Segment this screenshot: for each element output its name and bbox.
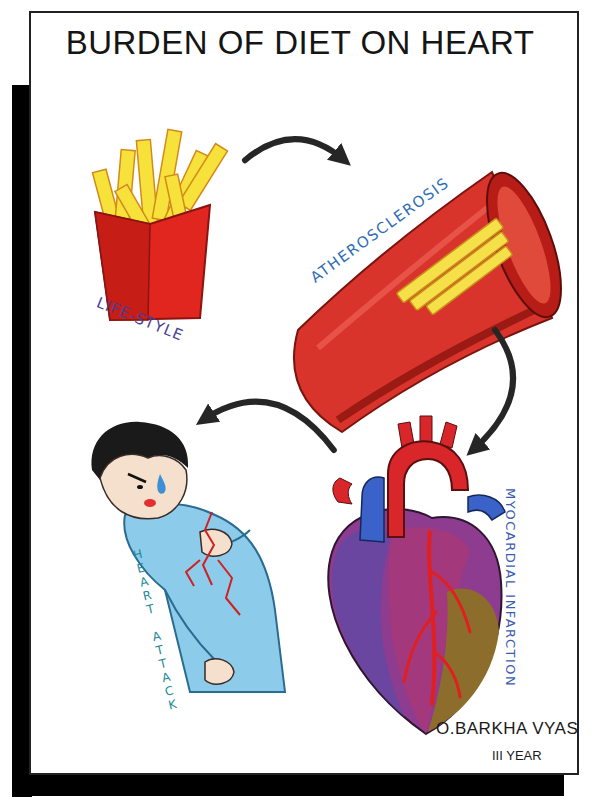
- artery-shade: [338, 305, 545, 420]
- flow-arrow: [245, 139, 344, 160]
- pain-line: [218, 560, 240, 615]
- coronary-artery: [404, 612, 436, 682]
- vena-cava: [468, 495, 505, 520]
- heart-attack-node: HEART ATTACK: [85, 420, 300, 705]
- infarction-node: MYOCARDIAL INFARCTION: [305, 450, 545, 745]
- poster-card: [30, 12, 578, 774]
- tear-drop: [157, 474, 165, 494]
- node-label: HEART ATTACK: [129, 547, 180, 714]
- fries-illustration: [92, 129, 227, 320]
- heart-illustration: [328, 416, 505, 734]
- node-label: MYOCARDIAL INFARCTION: [503, 488, 517, 687]
- pulmonary-artery: [360, 477, 384, 542]
- artist-year: III YEAR: [492, 748, 542, 763]
- flow-arrow: [473, 330, 513, 450]
- sleeve-line: [165, 590, 215, 660]
- coronary-artery: [434, 652, 460, 697]
- face: [100, 454, 187, 518]
- plaque-deposit: [410, 232, 509, 311]
- hand-on-chest: [200, 529, 232, 556]
- pain-line: [186, 560, 200, 586]
- pain-line: [203, 512, 214, 585]
- aortic-arch: [388, 441, 468, 537]
- eyebrow: [128, 474, 146, 482]
- drop-shadow: [12, 772, 564, 796]
- lifestyle-node: LIFE-STYLE: [85, 125, 245, 345]
- french-fry: [179, 144, 228, 211]
- coronary-artery: [432, 572, 470, 632]
- flow-arrow: [203, 402, 334, 450]
- person-illustration: [92, 422, 285, 692]
- artist-signature: O.BARKHA VYAS: [436, 719, 578, 739]
- eye: [137, 485, 143, 489]
- atherosclerosis-node: ATHEROSCLEROSIS: [300, 160, 560, 330]
- poster-title: BURDEN OF DIET ON HEART: [36, 24, 564, 62]
- plaque-deposit: [426, 246, 512, 315]
- node-label: ATHEROSCLEROSIS: [298, 168, 461, 293]
- poster-frame: [12, 12, 578, 797]
- heart-vessel: [333, 478, 352, 504]
- hand: [205, 659, 234, 684]
- artery-illustration: [294, 164, 576, 432]
- mouth: [144, 499, 156, 507]
- node-label: LIFE-STYLE: [81, 289, 198, 349]
- heart-body: [328, 509, 501, 734]
- aortic-branch: [420, 416, 432, 442]
